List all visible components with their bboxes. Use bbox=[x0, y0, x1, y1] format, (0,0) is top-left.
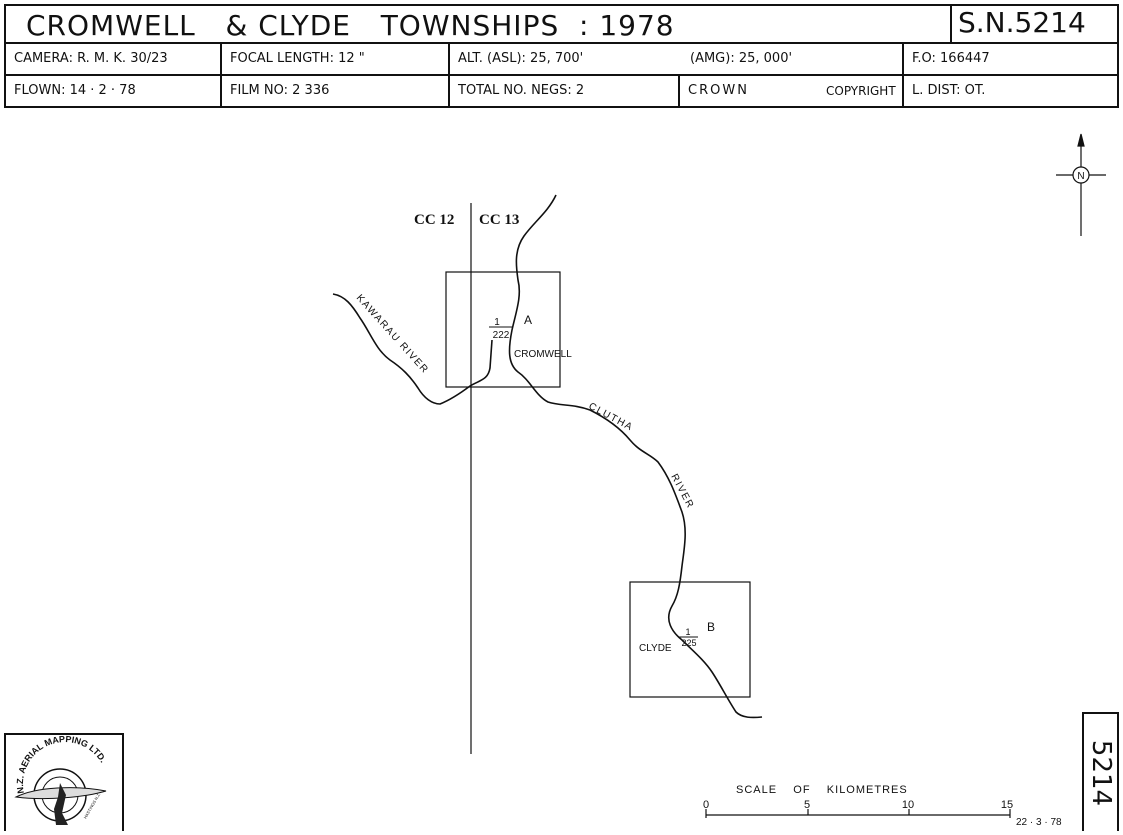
compilation-date: 22 · 3 · 78 bbox=[1016, 817, 1062, 828]
company-logo: N.Z. AERIAL MAPPING LTD. HASTINGS N.Z. bbox=[4, 733, 124, 831]
logo-company-text: N.Z. AERIAL MAPPING LTD. bbox=[15, 735, 108, 794]
info-row-2: FLOWN: 14 · 2 · 78 FILM NO: 2 336 TOTAL … bbox=[4, 76, 1119, 108]
kawarau-river bbox=[332, 293, 493, 405]
photo-b-frac-bottom: 225 bbox=[681, 638, 696, 648]
clutha-river-label: RIVER bbox=[668, 472, 696, 511]
aerial-mapping-logo-icon: N.Z. AERIAL MAPPING LTD. HASTINGS N.Z. bbox=[14, 734, 108, 825]
photo-a-frac-bottom: 222 bbox=[493, 330, 510, 341]
title-bar: CROMWELL & CLYDE TOWNSHIPS : 1978 S.N.52… bbox=[4, 4, 1119, 44]
sheet-number-box: 5214 bbox=[1082, 712, 1119, 831]
photo-frame-b bbox=[629, 581, 751, 698]
fo-cell: F.O: 166447 bbox=[912, 51, 990, 66]
north-arrow: N bbox=[1056, 133, 1106, 236]
total-negs-cell: TOTAL NO. NEGS: 2 bbox=[450, 76, 680, 106]
sheet-serial-number: S.N.5214 bbox=[950, 4, 1119, 44]
crown-label: CROWN bbox=[688, 83, 749, 98]
clutha-river bbox=[508, 194, 763, 719]
photo-b-centre: 1 225 B CLYDE bbox=[639, 620, 715, 654]
scale-tick-0: 0 bbox=[703, 799, 709, 811]
info-row-1: CAMERA: R. M. K. 30/23 FOCAL LENGTH: 12 … bbox=[4, 44, 1119, 76]
scale-tick-15: 15 bbox=[1001, 799, 1013, 811]
focal-length-cell: FOCAL LENGTH: 12 " bbox=[222, 44, 450, 74]
north-label: N bbox=[1077, 171, 1084, 182]
scale-title: SCALE OF KILOMETRES bbox=[736, 784, 908, 796]
run-label-cc12: CC 12 bbox=[414, 212, 454, 228]
clyde-town-label: CLYDE bbox=[639, 643, 672, 654]
copyright-label: COPYRIGHT bbox=[826, 84, 896, 98]
photo-b-frac-top: 1 bbox=[685, 627, 690, 637]
altitude-asl-cell: ALT. (ASL): 25, 700' bbox=[458, 51, 584, 66]
altitude-amg-cell: (AMG): 25, 000' bbox=[682, 44, 904, 74]
photo-a-frac-top: 1 bbox=[494, 317, 500, 328]
land-district-cell: L. DIST: OT. bbox=[912, 83, 986, 98]
map-title: CROMWELL & CLYDE TOWNSHIPS : 1978 bbox=[26, 9, 675, 42]
sheet-number: 5214 bbox=[1085, 739, 1116, 806]
photo-b-letter: B bbox=[707, 620, 715, 634]
photo-a-centre: 1 222 A CROMWELL bbox=[489, 313, 572, 360]
camera-cell: CAMERA: R. M. K. 30/23 bbox=[6, 44, 222, 74]
crown-copyright-cell: CROWN COPYRIGHT bbox=[680, 76, 904, 106]
photo-frame-a bbox=[445, 271, 561, 388]
kawarau-river-label: KAWARAU RIVER bbox=[354, 293, 431, 377]
cromwell-town-label: CROMWELL bbox=[514, 349, 572, 360]
scale-tick-5: 5 bbox=[804, 799, 810, 811]
photo-a-letter: A bbox=[524, 313, 532, 327]
scale-tick-10: 10 bbox=[902, 799, 914, 811]
flown-date-cell: FLOWN: 14 · 2 · 78 bbox=[6, 76, 222, 106]
run-label-cc13: CC 13 bbox=[479, 212, 519, 228]
clutha-label: CLUTHA bbox=[587, 401, 635, 434]
film-number-cell: FILM NO: 2 336 bbox=[222, 76, 450, 106]
scale-bar: SCALE OF KILOMETRES 0 5 10 15 22 · 3 · 7… bbox=[703, 784, 1062, 828]
